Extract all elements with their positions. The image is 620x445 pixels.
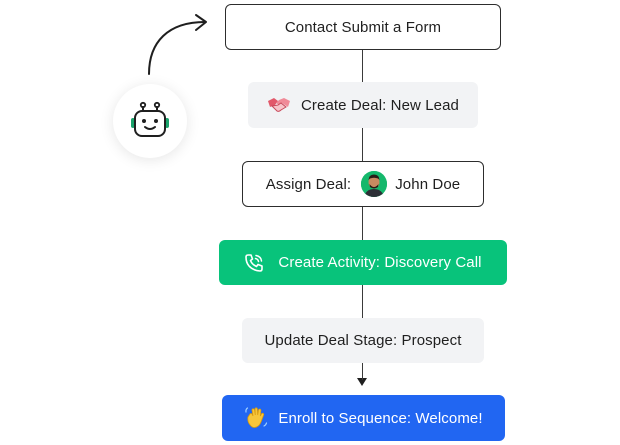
enroll-step[interactable]: Enroll to Sequence: Welcome! bbox=[222, 395, 505, 441]
enroll-label: Enroll to Sequence: Welcome! bbox=[278, 409, 483, 427]
create-deal-step[interactable]: Create Deal: New Lead bbox=[248, 82, 478, 128]
trigger-step-label: Contact Submit a Form bbox=[284, 18, 442, 36]
assign-deal-step[interactable]: Assign Deal: John Doe bbox=[242, 161, 484, 207]
robot-icon bbox=[128, 101, 172, 141]
update-stage-label: Update Deal Stage: Prospect bbox=[264, 332, 462, 349]
assign-deal-label: Assign Deal: bbox=[265, 175, 352, 193]
create-deal-label: Create Deal: New Lead bbox=[300, 96, 460, 114]
handshake-icon bbox=[267, 96, 291, 114]
create-activity-label: Create Activity: Discovery Call bbox=[278, 254, 482, 271]
trigger-step[interactable]: Contact Submit a Form bbox=[225, 4, 501, 50]
connector-4 bbox=[362, 285, 363, 318]
phone-call-icon bbox=[244, 253, 264, 273]
connector-1 bbox=[362, 50, 363, 82]
update-stage-step[interactable]: Update Deal Stage: Prospect bbox=[242, 318, 484, 363]
create-activity-step[interactable]: Create Activity: Discovery Call bbox=[219, 240, 507, 285]
assignee-name: John Doe bbox=[395, 175, 461, 193]
connector-2 bbox=[362, 128, 363, 161]
bot-avatar bbox=[113, 84, 187, 158]
waving-hand-icon bbox=[244, 406, 268, 430]
avatar bbox=[361, 171, 388, 197]
connector-3 bbox=[362, 207, 363, 240]
connector-5 bbox=[362, 363, 363, 380]
